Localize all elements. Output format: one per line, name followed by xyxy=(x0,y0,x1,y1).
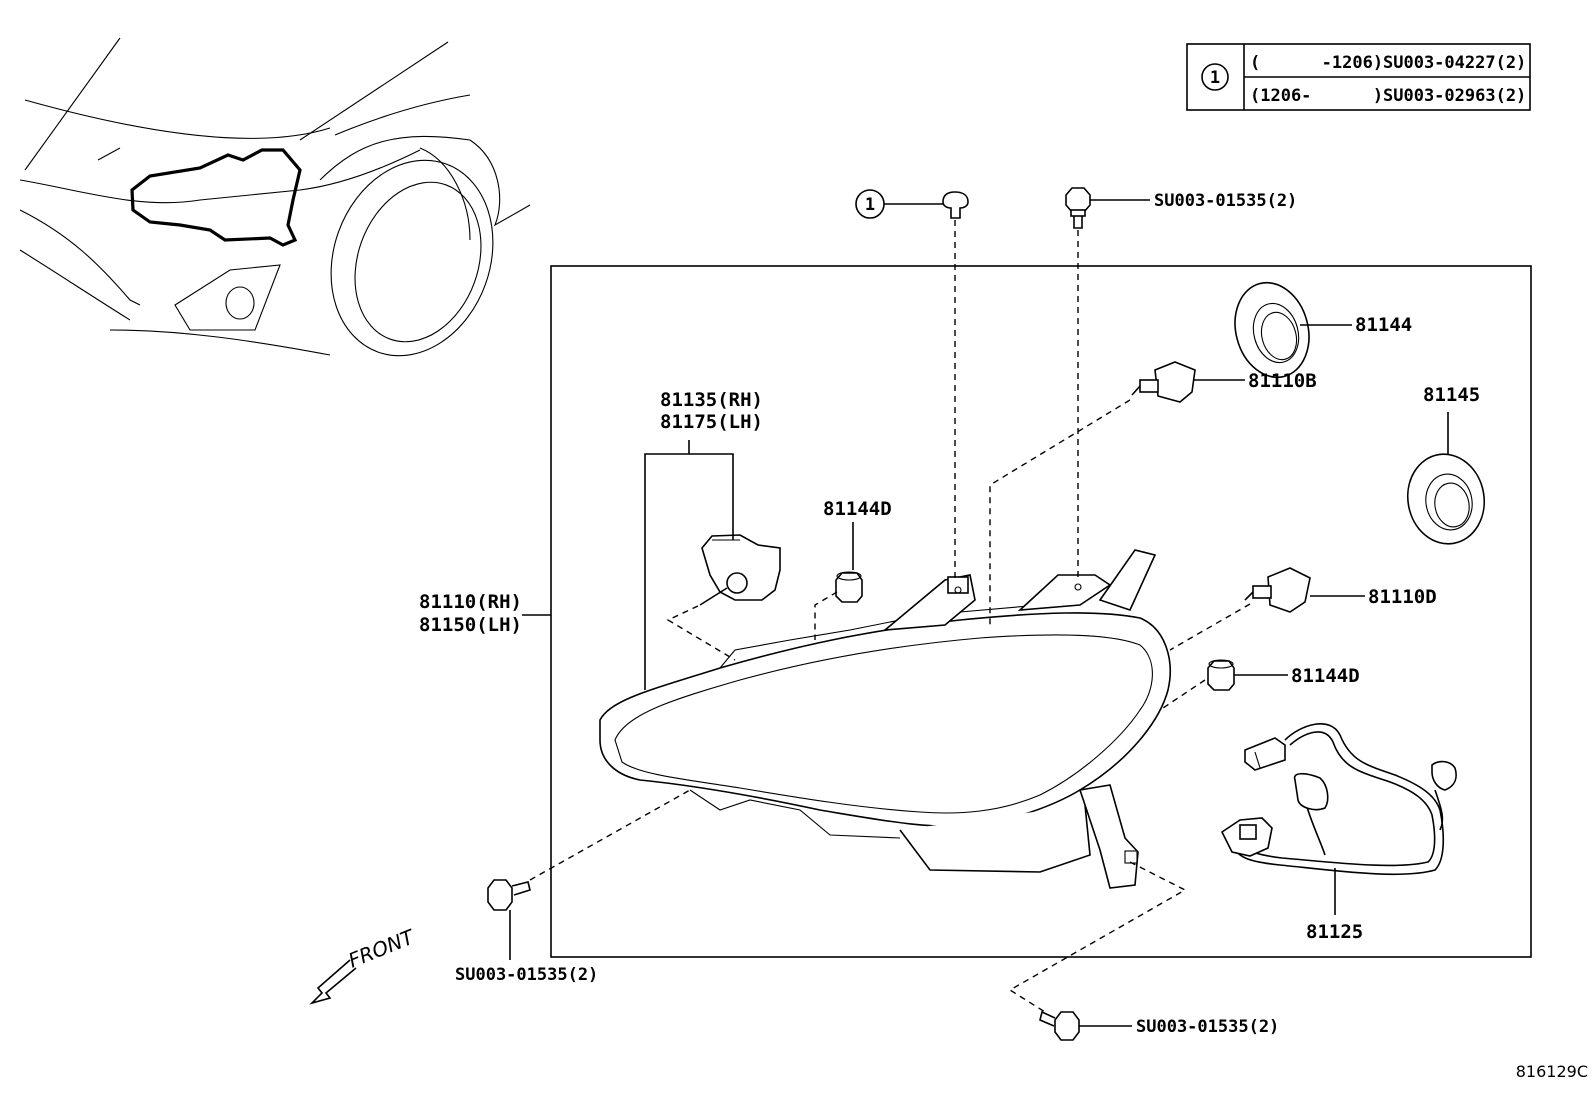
label-81125: 81125 xyxy=(1306,921,1363,943)
assembly-dashed-lines xyxy=(529,220,1251,1013)
legend-row-2-range: (1206- ) xyxy=(1250,86,1383,106)
legend-marker-circle xyxy=(1201,63,1229,91)
label-bolt-left: SU003-01535(2) xyxy=(455,965,598,985)
bulb-81110b xyxy=(1131,361,1196,403)
cap-81144d-right xyxy=(1207,659,1235,691)
label-headlamp-lh: 81150(LH) xyxy=(419,614,522,636)
clip-marker-number: 1 xyxy=(865,195,875,215)
clip-top xyxy=(942,191,969,219)
diagram-code: 816129C xyxy=(1516,1062,1588,1081)
seal-ring-81144 xyxy=(1234,281,1310,379)
legend-row-1-part: SU003-04227(2) xyxy=(1383,53,1526,73)
front-label: FRONT xyxy=(345,924,419,973)
headlamp-housing xyxy=(599,549,1171,889)
leader-lines xyxy=(509,189,1449,1027)
legend-marker-number: 1 xyxy=(1210,68,1220,88)
label-81110b: 81110B xyxy=(1248,370,1317,392)
wiring-harness-81125 xyxy=(1220,723,1457,876)
label-81144: 81144 xyxy=(1355,314,1412,336)
vehicle-front-sketch xyxy=(19,37,531,357)
label-socket-lh: 81175(LH) xyxy=(660,411,763,433)
seal-ring-81145 xyxy=(1406,453,1486,545)
bolt-bottom xyxy=(1039,1010,1080,1041)
label-81110d: 81110D xyxy=(1368,586,1437,608)
front-direction-arrow: FRONT xyxy=(309,924,419,1005)
bolt-left xyxy=(487,879,531,911)
bolt-top xyxy=(1065,187,1091,229)
label-81144d-left: 81144D xyxy=(823,498,892,520)
legend-row-1-range: ( -1206) xyxy=(1250,53,1383,73)
bulb-socket-81135 xyxy=(699,534,781,606)
cap-81144d-left xyxy=(835,571,863,603)
legend-row-2-part: SU003-02963(2) xyxy=(1383,86,1526,106)
label-81145: 81145 xyxy=(1423,384,1480,406)
legend-table: 1 ( -1206) SU003-04227(2) (1206- ) SU003… xyxy=(1186,43,1531,111)
label-81144d-right: 81144D xyxy=(1291,665,1360,687)
label-headlamp-rh: 81110(RH) xyxy=(419,591,522,613)
label-socket-rh: 81135(RH) xyxy=(660,389,763,411)
label-bolt-bottom: SU003-01535(2) xyxy=(1136,1017,1279,1037)
bulb-81110d xyxy=(1244,567,1311,613)
label-bolt-top: SU003-01535(2) xyxy=(1154,191,1297,211)
assembly-frame xyxy=(550,265,1532,958)
